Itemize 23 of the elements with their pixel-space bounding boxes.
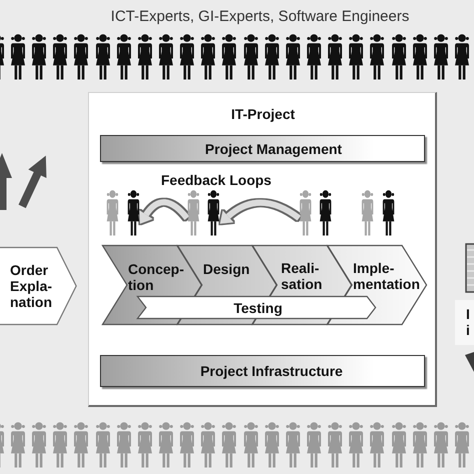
step-label: Testing <box>234 300 282 316</box>
person-icon <box>187 189 200 236</box>
person-icon <box>382 189 395 236</box>
person-icon <box>207 189 220 236</box>
person-icon <box>106 189 119 236</box>
heading-text: ICT-Experts, GI-Experts, Software Engineers <box>110 8 410 26</box>
step-label: Concep- tion <box>128 261 185 293</box>
step-label: Reali- sation <box>281 260 324 292</box>
panel-title: IT-Project <box>231 106 295 122</box>
person-icon <box>127 189 140 236</box>
person-icon <box>299 189 312 236</box>
process-step <box>137 296 376 319</box>
step-label: Imple- mentation <box>353 260 421 292</box>
person-icon <box>319 189 332 236</box>
process-bar: Project Infrastructure <box>100 355 425 387</box>
note-card: I i <box>455 300 474 345</box>
person-icon <box>361 189 374 236</box>
section-label: Feedback Loops <box>161 172 272 189</box>
step-label: Order Expla- nation <box>10 262 54 310</box>
process-bar: Project Management <box>100 135 425 162</box>
step-label: Design <box>203 261 251 277</box>
process-step <box>0 247 77 325</box>
project-panel <box>88 92 437 407</box>
